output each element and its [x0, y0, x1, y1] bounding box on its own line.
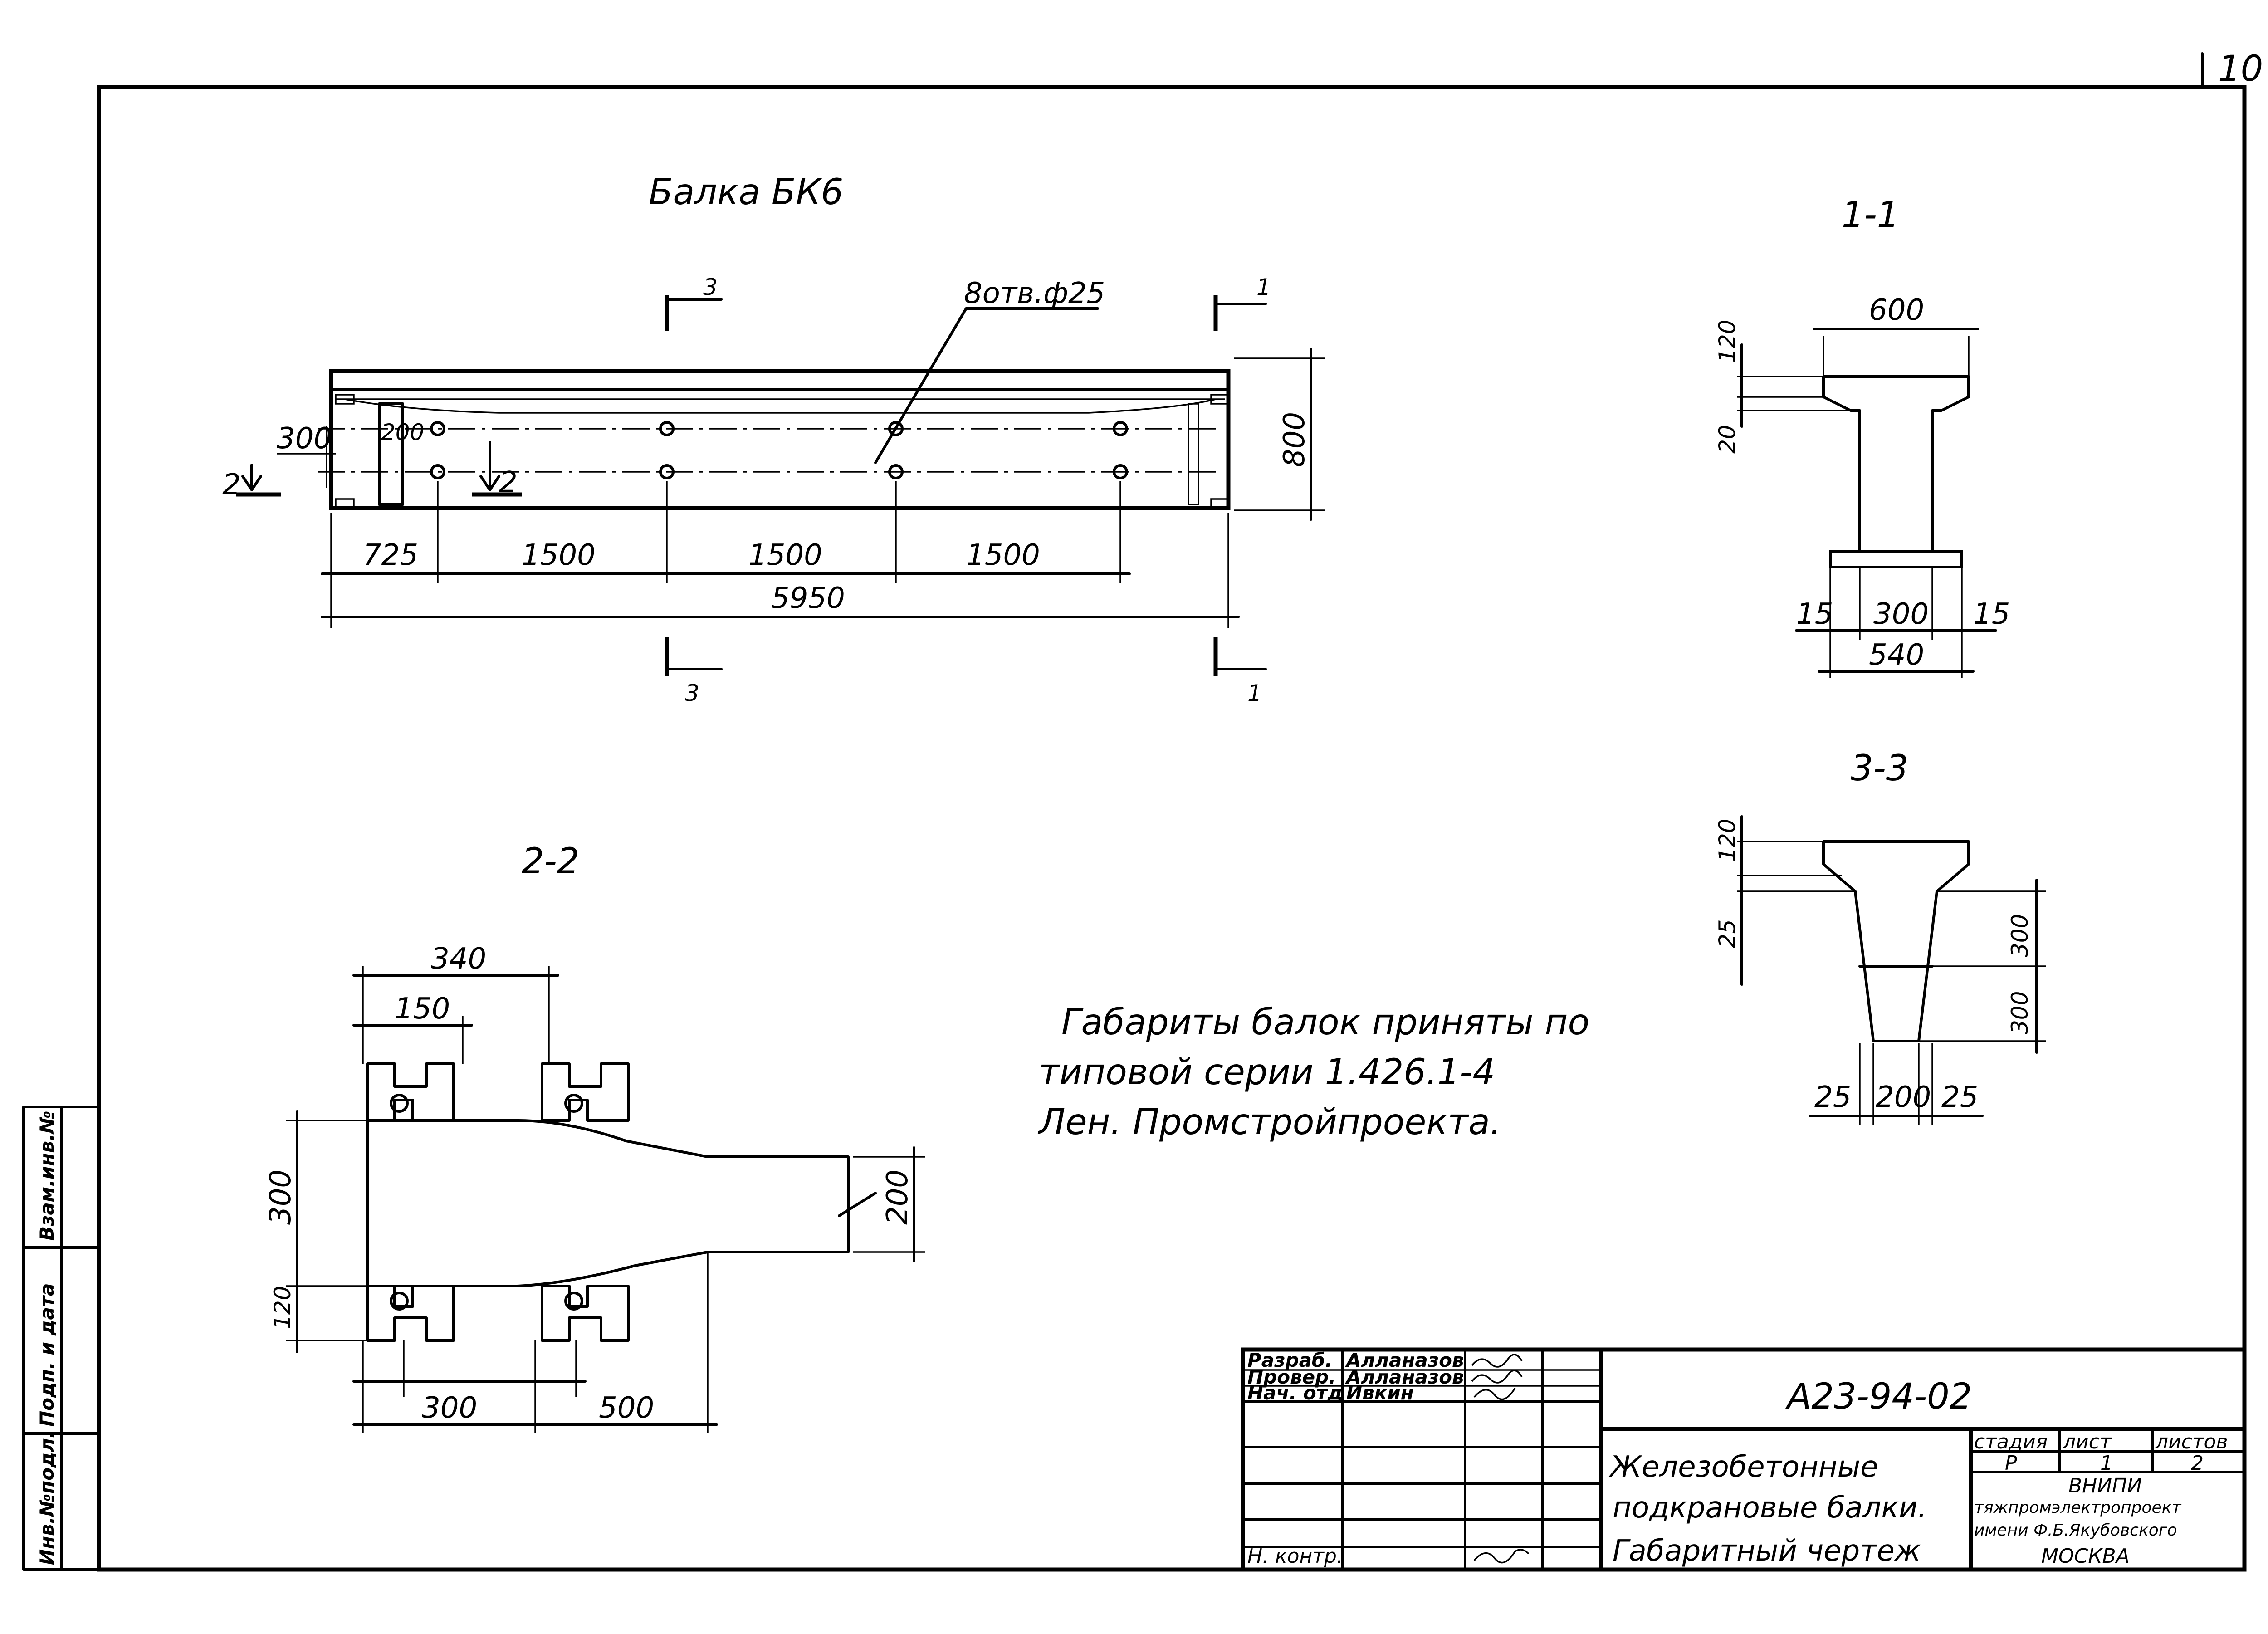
stamp-role-head: Нач. отд: [1247, 1382, 1343, 1404]
side-stamp-replace: Взам.инв.№: [36, 1111, 58, 1241]
side-stamp-sign: Подп. и дата: [36, 1283, 58, 1427]
stamp-org-line-3: имени Ф.Б.Якубовского: [1974, 1521, 2177, 1540]
s11-flange-120: 120: [1714, 320, 1740, 363]
stamp-sheet-header: лист: [2063, 1430, 2112, 1453]
section-1-1: 1-1 600 120 20 15 300 15 540: [1714, 195, 2010, 678]
section-2-2-title: 2-2: [522, 841, 579, 882]
span-1500-b-dim: 1500: [748, 538, 822, 572]
note-line-3: Лен. Промстройпроекта.: [1037, 1102, 1501, 1143]
s11-bottom-540: 540: [1869, 638, 1924, 672]
stamp-name-3: Ивкин: [1346, 1382, 1414, 1404]
sheet-frame: [97, 85, 2247, 1572]
note: Габариты балок приняты по типовой серии …: [1037, 1002, 1589, 1143]
cut-1-top-label: 1: [1256, 274, 1271, 300]
stamp-title-line-3: Габаритный чертеж: [1613, 1534, 1921, 1568]
s22-height-300: 300: [264, 1169, 298, 1225]
cut-1-bottom-label: 1: [1247, 680, 1262, 706]
s33-web-200: 200: [1876, 1081, 1931, 1114]
stamp-role-norm-control: Н. контр.: [1247, 1545, 1343, 1568]
stamp-role-checked: Провер.: [1247, 1366, 1336, 1388]
stamp-code: А23-94-02: [1785, 1376, 1972, 1417]
s22-bottom-300: 300: [422, 1391, 477, 1425]
side-stamp-inv: Инв.№подл.: [36, 1431, 58, 1565]
signature-marks: [1471, 1354, 1530, 1564]
s22-bottom-500: 500: [599, 1391, 654, 1425]
total-5950-dim: 5950: [771, 582, 845, 615]
s11-left-15: 15: [1796, 597, 1833, 631]
stamp-name-1: Алланазов: [1345, 1349, 1464, 1371]
stamp-title-line-1: Железобетонные: [1608, 1450, 1878, 1484]
cut-3-top-label: 3: [703, 274, 718, 300]
beam-title: Балка БК6: [649, 172, 843, 213]
span-725-dim: 725: [363, 538, 418, 572]
s11-right-15: 15: [1973, 597, 2010, 631]
s33-upper-300: 300: [2007, 914, 2033, 957]
s33-left-25: 25: [1814, 1081, 1851, 1114]
title-block: Разраб. Провер. Нач. отд Н. контр. Аллан…: [1241, 1347, 2247, 1572]
page-number: 10: [2201, 49, 2263, 89]
page-number-text: 10: [2218, 49, 2263, 89]
section-3-3-title: 3-3: [1851, 748, 1908, 789]
s22-width-150: 150: [395, 992, 450, 1026]
beam-height-dim: 800: [1278, 412, 1311, 467]
span-1500-a-dim: 1500: [522, 538, 596, 572]
stamp-stage-value: Р: [2005, 1452, 2017, 1475]
s33-flange-120: 120: [1714, 819, 1740, 862]
anchor-blocks: [366, 1062, 630, 1342]
span-1500-c-dim: 1500: [966, 538, 1040, 572]
stamp-name-2: Алланазов: [1345, 1366, 1464, 1388]
stamp-sheets-value: 2: [2191, 1452, 2204, 1475]
s22-height-120: 120: [269, 1286, 296, 1329]
s22-height-200: 200: [881, 1169, 914, 1225]
offset-300-dim: 300: [277, 422, 332, 455]
note-line-1: Габариты балок приняты по: [1061, 1002, 1589, 1043]
s11-slope-20: 20: [1714, 425, 1740, 454]
beam-outline: [329, 369, 1231, 510]
stamp-org-line-1: ВНИПИ: [2068, 1474, 2142, 1497]
section-3-3: 3-3 120 25 300 300 25 200 25: [1714, 748, 2046, 1125]
s33-right-25: 25: [1941, 1081, 1978, 1114]
s11-top-600: 600: [1869, 294, 1924, 327]
section-1-1-title: 1-1: [1842, 195, 1899, 235]
stamp-title-line-2: подкрановые балки.: [1613, 1491, 1927, 1525]
stamp-role-developed: Разраб.: [1247, 1349, 1332, 1371]
side-stamp: Инв.№подл. Подп. и дата Взам.инв.№: [22, 1106, 100, 1571]
section-2-2: 2-2 340 150 300 120 200: [264, 841, 925, 1433]
beam-holes: [430, 421, 1128, 479]
note-line-2: типовой серии 1.426.1-4: [1039, 1052, 1495, 1093]
stamp-org-line-4: МОСКВА: [2041, 1545, 2130, 1568]
stamp-org-line-2: тяжпромэлектропроект: [1974, 1498, 2181, 1517]
holes-label: 8отв.ф25: [964, 277, 1105, 310]
s33-lower-300: 300: [2007, 991, 2033, 1034]
beam-elevation: Балка БК6 8отв.ф25 800 300: [222, 172, 1325, 706]
stamp-sheets-header: листов: [2155, 1430, 2228, 1453]
cut-2-left-label: 2: [222, 468, 241, 502]
s22-width-340: 340: [431, 942, 486, 976]
stamp-sheet-value: 1: [2100, 1452, 2113, 1475]
stamp-stage-header: стадия: [1974, 1430, 2048, 1453]
cut-3-bottom-label: 3: [685, 680, 699, 706]
s33-slope-25: 25: [1714, 919, 1740, 948]
offset-200-dim: 200: [381, 419, 424, 445]
s11-web-300: 300: [1873, 597, 1929, 631]
